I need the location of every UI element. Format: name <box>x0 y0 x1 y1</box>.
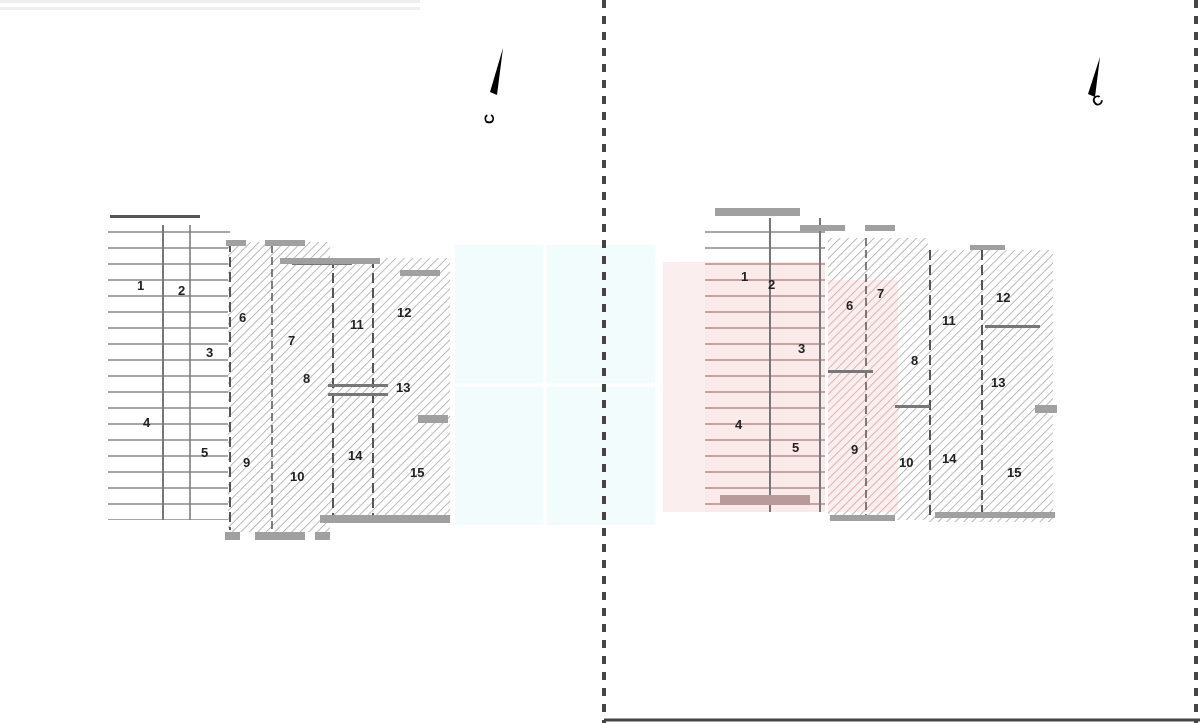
room-label: 12 <box>397 305 411 320</box>
room-label: 10 <box>899 455 913 470</box>
room-label: 4 <box>735 417 743 432</box>
room-label: 14 <box>942 451 957 466</box>
room-label: 6 <box>846 298 853 313</box>
room-label: 3 <box>798 341 805 356</box>
right-wing <box>928 250 1053 522</box>
room-label: 9 <box>851 442 858 457</box>
top-edge <box>0 0 420 3</box>
room-label: 13 <box>991 375 1005 390</box>
room-label: 7 <box>877 286 884 301</box>
room-label: 14 <box>348 448 363 463</box>
room-label: 3 <box>206 345 213 360</box>
svg-text:С: С <box>1089 91 1106 110</box>
room-label: 2 <box>178 283 185 298</box>
room-label: 1 <box>741 269 748 284</box>
room-label: 11 <box>942 313 956 328</box>
room-label: 9 <box>243 455 250 470</box>
room-label: 4 <box>143 415 151 430</box>
room-label: 15 <box>1007 465 1021 480</box>
room-label: 11 <box>350 317 364 332</box>
room-label: 6 <box>239 310 246 325</box>
central-wing <box>228 242 330 532</box>
room-label: 5 <box>792 440 799 455</box>
room-label: 5 <box>201 445 208 460</box>
svg-text:С: С <box>481 114 497 124</box>
room-label: 8 <box>303 371 310 386</box>
room-label: 15 <box>410 465 424 480</box>
room-label: 12 <box>996 290 1010 305</box>
north-arrow-icon: С <box>481 48 503 124</box>
left-wing-highlighted <box>705 262 825 512</box>
right-floor-plan: 1 2 3 4 5 6 7 8 9 10 11 12 13 14 15 С <box>663 57 1106 522</box>
right-wing <box>330 258 450 523</box>
left-wing <box>108 225 230 520</box>
north-arrow-icon: С <box>1088 57 1106 110</box>
left-floor-plan: 1 2 3 4 5 6 7 8 9 10 11 12 13 14 15 С <box>108 48 655 540</box>
room-label: 1 <box>137 278 144 293</box>
central-wing-highlighted <box>828 280 898 512</box>
room-label: 8 <box>911 353 918 368</box>
room-label: 7 <box>288 333 295 348</box>
room-label: 10 <box>290 469 304 484</box>
room-label: 13 <box>396 380 410 395</box>
room-label: 2 <box>768 277 775 292</box>
